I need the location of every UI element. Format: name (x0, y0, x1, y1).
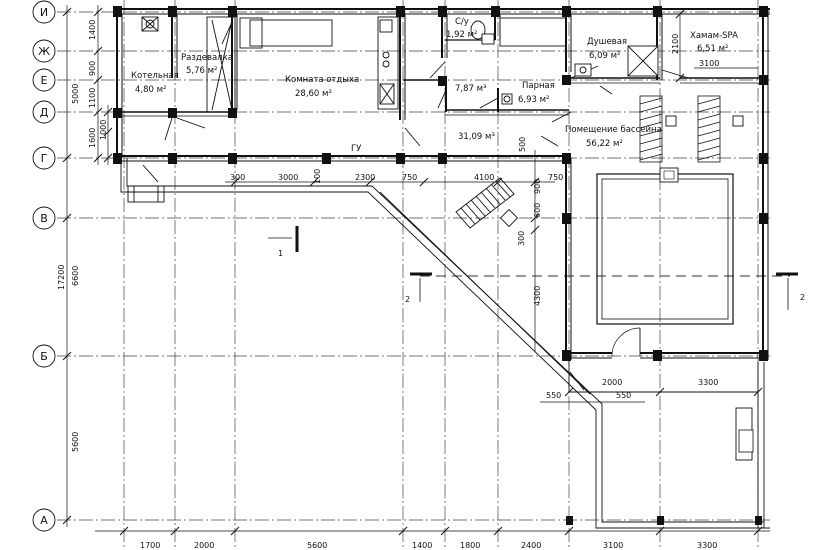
axis-label-a: А (40, 514, 48, 527)
room-name-hamam: Хамам-SPA (690, 31, 738, 41)
dim-terrace-3300: 3300 (698, 378, 718, 387)
dim-left-1000: 1000 (99, 120, 108, 140)
dim-top-300a: 300 (230, 173, 245, 182)
room-name-wc: С/у (455, 17, 469, 27)
axis-label-zh: Ж (38, 45, 50, 58)
section-marker-2-left (410, 272, 432, 302)
section-marker-2-right (776, 272, 798, 310)
fixtures (127, 16, 744, 228)
axis-label-b: Б (40, 350, 48, 363)
interior-dimension-lines (225, 9, 763, 403)
room-volume-3109: 31,09 м³ (458, 132, 495, 142)
dim-left-6600: 6600 (71, 266, 80, 286)
dim-terrace-550a: 550 (546, 391, 561, 400)
axis-label-v: В (40, 212, 48, 225)
dim-top-2100: 2100 (671, 34, 680, 54)
dim-top-4100: 4100 (474, 173, 494, 182)
walls (116, 8, 770, 360)
room-area-steam: 6,93 м² (518, 95, 549, 105)
dim-left-5000: 5000 (71, 84, 80, 104)
dim-bottom-5600: 5600 (307, 541, 327, 550)
dim-bottom-1400: 1400 (412, 541, 432, 550)
room-area-wc: 1,92 м² (446, 30, 477, 40)
room-area-boiler: 4,80 м² (135, 85, 166, 95)
section-label-2-right: 2 (800, 293, 805, 302)
dim-terrace-550b: 550 (616, 391, 631, 400)
dim-top-100: 100 (313, 169, 322, 184)
room-name-lounge: Комната отдыха (285, 75, 359, 85)
room-name-boiler: Котельная (131, 71, 179, 81)
section-label-1: 1 (278, 249, 283, 258)
room-area-changing: 5,76 м² (186, 66, 217, 76)
room-name-changing: Раздевалка (181, 53, 233, 63)
pool-basin-inner (601, 178, 729, 320)
dim-left-1600: 1600 (88, 128, 97, 148)
pool-basin-outer (596, 173, 734, 325)
dim-top-750b: 750 (548, 173, 563, 182)
room-name-pool: Помещение бассейна (565, 125, 662, 135)
section-label-2-left: 2 (405, 295, 410, 304)
dim-bottom-1800: 1800 (460, 541, 480, 550)
diagonal-gallery (120, 158, 770, 529)
room-name-shower: Душевая (587, 37, 627, 47)
room-area-lounge: 28,60 м² (295, 89, 332, 99)
room-name-steam: Парная (522, 81, 555, 91)
dim-left-1100: 1100 (88, 88, 97, 108)
pool-benches (639, 95, 721, 163)
dim-bottom-3100: 3100 (603, 541, 623, 550)
dim-bottom-3300: 3300 (697, 541, 717, 550)
dim-bottom-1700: 1700 (140, 541, 160, 550)
dim-left-17200: 17200 (57, 265, 66, 290)
axis-label-e: Е (41, 74, 48, 87)
dim-left-900: 900 (88, 61, 97, 76)
dim-top-3000: 3000 (278, 173, 298, 182)
wall-joints (113, 6, 768, 361)
pool-ladder (659, 167, 679, 183)
dim-top-300b: 300 (517, 231, 526, 246)
axis-label-g: Г (41, 152, 48, 165)
left-dimension-lines (62, 5, 113, 527)
dim-top-600: 600 (533, 203, 542, 218)
section-marker-1 (268, 226, 299, 252)
label-gu: ГУ (351, 144, 362, 154)
axis-bubbles (32, 0, 56, 532)
room-area-hamam: 6,51 м² (697, 44, 728, 54)
dim-bottom-2400: 2400 (521, 541, 541, 550)
dim-top-500: 500 (518, 137, 527, 152)
bottom-dimension-line (95, 526, 770, 536)
dim-top-750a: 750 (402, 173, 417, 182)
dim-left-5600: 5600 (71, 432, 80, 452)
dim-terrace-2000: 2000 (602, 378, 622, 387)
room-area-shower: 6,09 м² (589, 51, 620, 61)
room-volume-787: 7,87 м³ (455, 84, 486, 94)
dim-top-900: 900 (533, 179, 542, 194)
axis-label-d: Д (40, 106, 49, 119)
dim-left-1400: 1400 (88, 20, 97, 40)
dim-top-2300: 2300 (355, 173, 375, 182)
diagonal-stair (455, 177, 515, 229)
axis-label-i: И (40, 6, 48, 19)
room-area-pool: 56,22 м² (586, 139, 623, 149)
terrace (568, 360, 765, 528)
dim-top-3100: 3100 (699, 59, 719, 68)
dim-bottom-2000: 2000 (194, 541, 214, 550)
dim-top-4300: 4300 (533, 286, 542, 306)
